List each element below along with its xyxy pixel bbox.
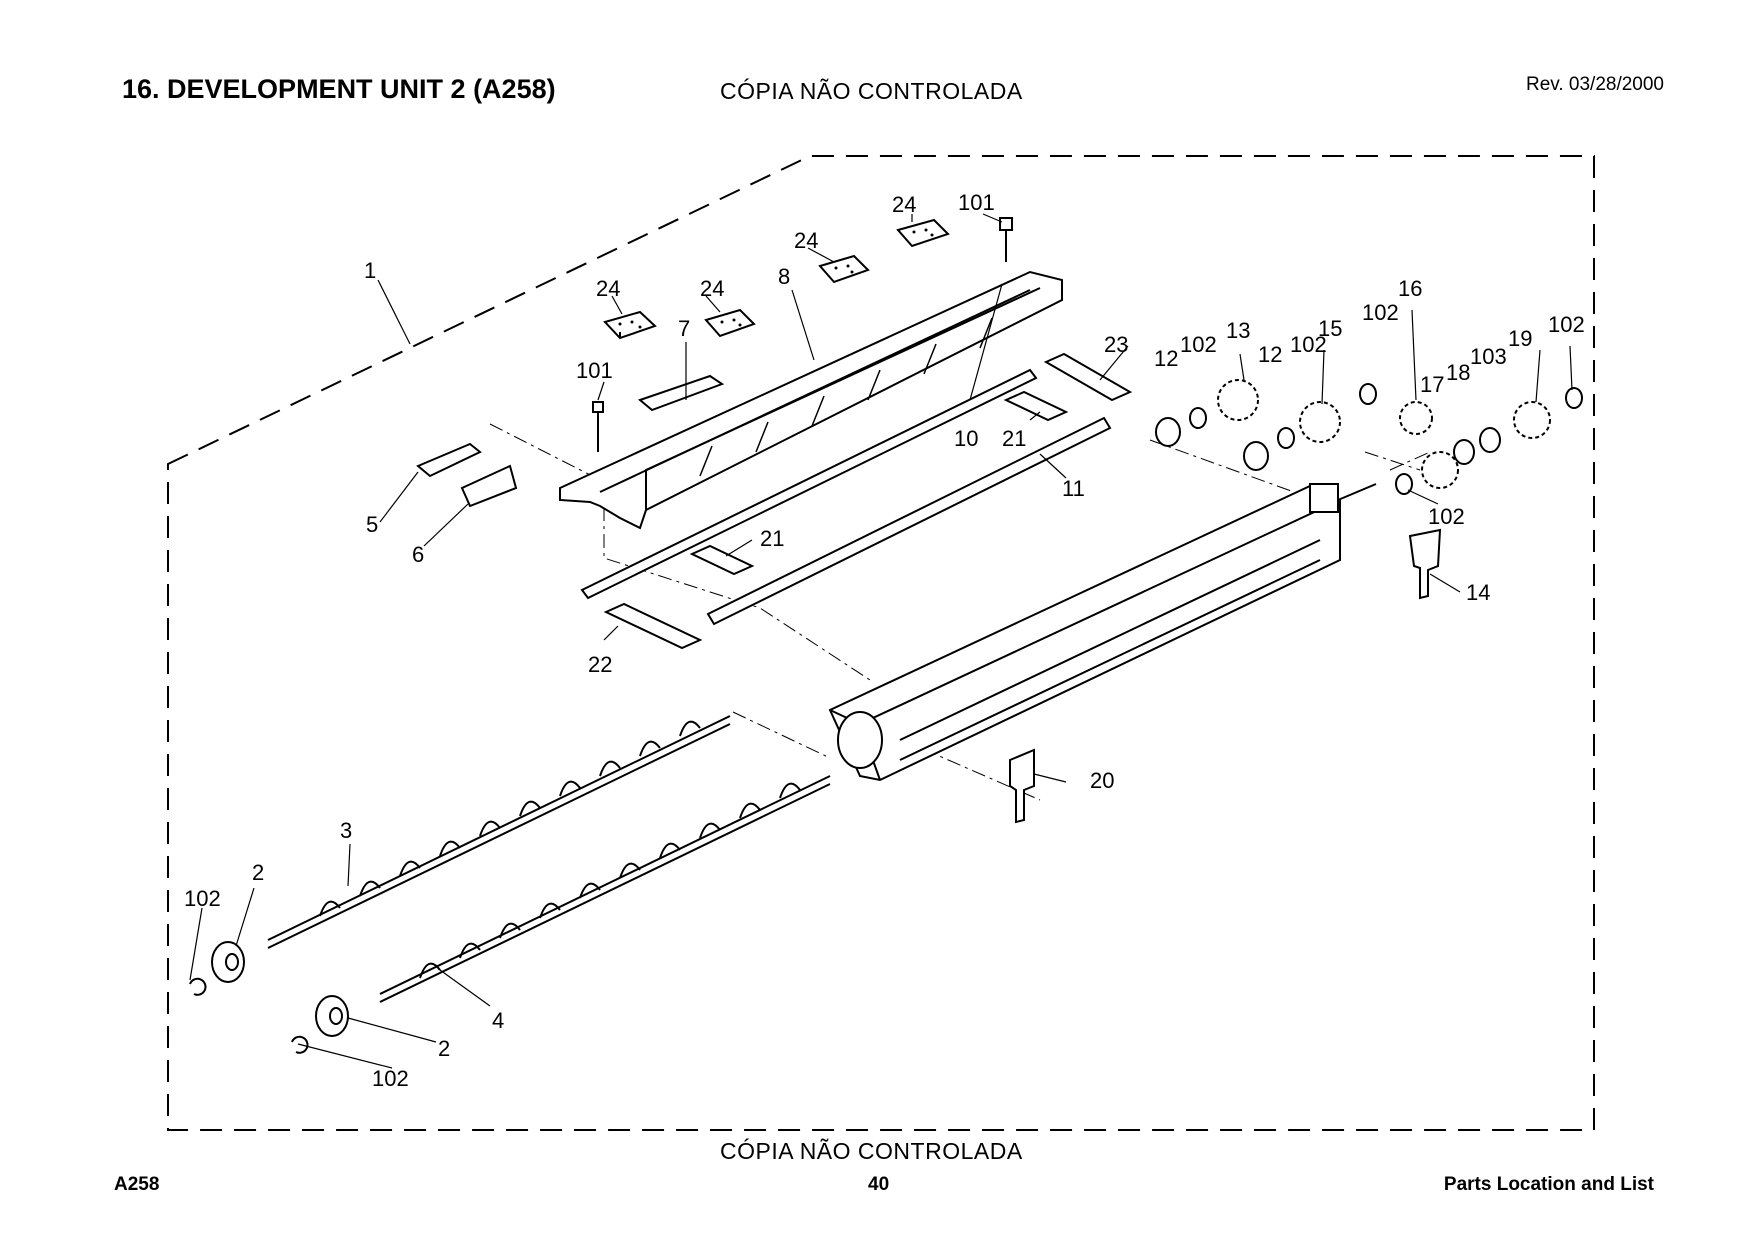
revision-date: Rev. 03/28/2000 <box>1525 74 1664 95</box>
auger-4 <box>379 775 831 1003</box>
bushing-12a <box>1155 417 1181 447</box>
callout: 102 <box>184 886 221 911</box>
seal-pad <box>603 310 657 340</box>
gear-17 <box>1421 451 1459 489</box>
callout: 11 <box>1062 476 1085 501</box>
bushing-18 <box>1453 439 1475 465</box>
callout: 18 <box>1446 360 1470 385</box>
seal-pads <box>603 218 950 340</box>
screw <box>592 401 604 452</box>
uncontrolled-copy-stamp: CÓPIA NÃO CONTROLADA <box>720 78 1023 104</box>
augers <box>267 715 831 1003</box>
e-ring-102f <box>1395 473 1413 495</box>
gasket-strips <box>603 352 1133 650</box>
plate-10 <box>580 368 1038 600</box>
right-gear-train <box>1155 379 1583 495</box>
callout: 12 <box>1154 346 1178 371</box>
seal-dots <box>618 228 934 329</box>
seal-pad <box>896 218 950 248</box>
bracket-6 <box>460 464 518 508</box>
seal-pad <box>704 308 756 338</box>
callout-labels: 1 2 2 3 4 5 6 7 8 10 11 12 12 13 14 15 1… <box>184 190 1585 1091</box>
callout: 8 <box>778 264 790 289</box>
callout: 24 <box>596 276 620 301</box>
callout: 12 <box>1258 342 1282 367</box>
gear-16 <box>1399 401 1433 435</box>
callout: 101 <box>576 358 613 383</box>
callout: 102 <box>1180 332 1217 357</box>
plates <box>580 368 1112 626</box>
callout: 2 <box>252 860 264 885</box>
callout: 21 <box>760 526 784 551</box>
e-ring-102d <box>1277 427 1295 449</box>
bushing-12b <box>1243 441 1269 471</box>
callout: 19 <box>1508 326 1532 351</box>
callout: 102 <box>1362 300 1399 325</box>
small-brackets <box>416 374 725 508</box>
auger-3 <box>267 715 731 949</box>
callout: 15 <box>1318 316 1342 341</box>
callout: 20 <box>1090 768 1114 793</box>
bracket-5 <box>416 442 482 478</box>
callout: 102 <box>1428 504 1465 529</box>
callout: 1 <box>364 258 376 283</box>
assembly-boundary <box>167 155 1595 1131</box>
callout: 7 <box>678 316 690 341</box>
leader-lines <box>189 213 1573 1069</box>
callout: 16 <box>1398 276 1422 301</box>
plate-20 <box>1009 748 1035 824</box>
gear-19 <box>1513 401 1551 439</box>
model-number: A258 <box>114 1174 160 1195</box>
callout: 13 <box>1226 318 1250 343</box>
callout: 102 <box>1290 332 1327 357</box>
bushing-103 <box>1479 427 1501 453</box>
callout: 3 <box>340 818 352 843</box>
callout: 17 <box>1420 372 1444 397</box>
callout: 103 <box>1470 344 1507 369</box>
page-title: 16. DEVELOPMENT UNIT 2 (A258) <box>122 74 556 104</box>
screws <box>592 217 1013 452</box>
callout: 24 <box>700 276 724 301</box>
top-cover <box>559 270 1063 530</box>
section-name: Parts Location and List <box>1443 1174 1654 1195</box>
left-bushings <box>189 941 349 1054</box>
strip-23 <box>1043 352 1133 402</box>
gear-15 <box>1299 401 1341 443</box>
callout: 24 <box>794 228 818 253</box>
callout: 6 <box>412 542 424 567</box>
strip-21a <box>1003 390 1069 422</box>
guide-plates <box>1009 528 1442 824</box>
callout: 24 <box>892 192 916 217</box>
callout: 22 <box>588 652 612 677</box>
strip-22 <box>603 602 703 650</box>
development-housing <box>828 483 1377 782</box>
callout: 102 <box>1548 312 1585 337</box>
callout: 14 <box>1466 580 1490 605</box>
callout: 101 <box>958 190 995 215</box>
callout: 4 <box>492 1008 504 1033</box>
plate-11 <box>706 416 1112 626</box>
seal-pad <box>818 254 870 284</box>
page-number: 40 <box>868 1174 890 1195</box>
uncontrolled-copy-stamp-footer: CÓPIA NÃO CONTROLADA <box>720 1138 1023 1164</box>
callout: 2 <box>438 1036 450 1061</box>
gear-13 <box>1217 379 1259 421</box>
screw <box>999 217 1013 262</box>
callout: 23 <box>1104 332 1128 357</box>
bracket-7 <box>637 374 725 412</box>
strip-21b <box>689 544 755 576</box>
callout: 10 <box>954 426 978 451</box>
callout: 102 <box>372 1066 409 1091</box>
e-ring-102c <box>1189 407 1207 429</box>
plate-14 <box>1408 528 1442 600</box>
callout: 5 <box>366 512 378 537</box>
e-ring-102a <box>189 977 207 996</box>
e-ring-102g <box>1565 387 1583 409</box>
e-ring-102e <box>1359 383 1377 405</box>
callout: 21 <box>1002 426 1026 451</box>
